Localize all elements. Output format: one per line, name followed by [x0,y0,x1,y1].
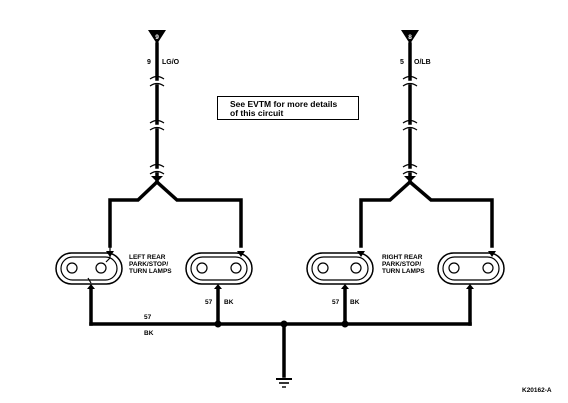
ground-left-inner-wire-color: BK [224,299,234,306]
right-feed-connector: 8 [401,30,419,44]
evtm-note-line2: of this circuit [230,108,284,118]
left-connector-pin: 9 [155,34,159,41]
left-lamp-label-line3: TURN LAMPS [129,268,172,275]
figure-id: K20162-A [522,387,552,394]
left-feed-connector: 9 [148,30,166,44]
splice-left [214,320,222,328]
right-lamp-label-line3: TURN LAMPS [382,268,425,275]
left-lamp-label-line2: PARK/STOP/ [129,261,168,268]
right-feed-wire-number: 5 [400,59,404,66]
splice-right [341,320,349,328]
left-rear-lamp-inner [185,251,253,285]
right-connector-pin: 8 [408,34,412,41]
ground-right-inner-wire-number: 57 [332,299,340,306]
left-feed-wire-number: 9 [147,59,151,66]
right-branch-wires [359,179,494,248]
right-feed-wire [402,42,418,182]
ground-symbol [276,378,292,388]
left-feed-wire [149,42,165,182]
right-lamp-label: RIGHT REAR PARK/STOP/ TURN LAMPS [382,254,425,275]
right-rear-lamp-outer [437,251,505,285]
left-branch-wires [108,179,243,248]
right-feed-wire-color: O/LB [414,59,431,66]
evtm-note-box: See EVTM for more details of this circui… [217,96,359,120]
ground-drops [87,284,474,326]
left-rear-lamp-outer [55,246,123,285]
ground-right-inner-wire-color: BK [350,299,360,306]
right-lamp-label-line2: PARK/STOP/ [382,261,421,268]
left-feed-wire-color: LG/O [162,59,180,66]
ground-left-inner-wire-number: 57 [205,299,213,306]
left-lamp-label-line1: LEFT REAR [129,254,166,261]
right-lamp-label-line1: RIGHT REAR [382,254,423,261]
ground-main-wire-color: BK [144,330,154,337]
ground-bus [89,320,472,378]
right-rear-lamp-inner [306,251,374,285]
ground-main-wire-number: 57 [144,314,152,321]
left-lamp-label: LEFT REAR PARK/STOP/ TURN LAMPS [129,254,172,275]
evtm-note-line1: See EVTM for more details [230,99,338,109]
